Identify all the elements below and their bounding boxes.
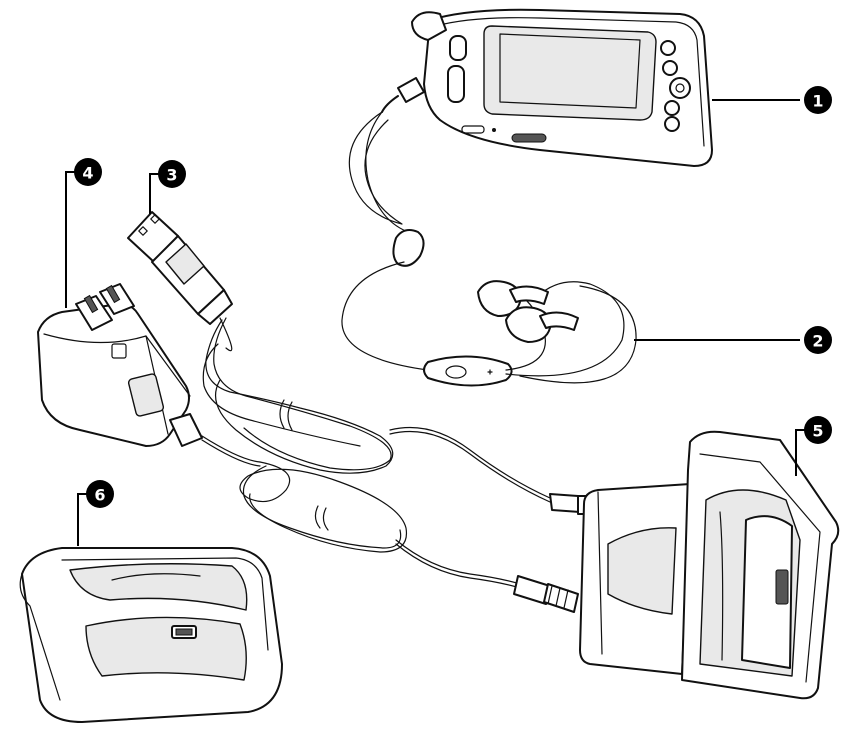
callout-6-label: 6 [94, 486, 105, 505]
callout-4: 4 [65, 158, 102, 308]
callout-4-label: 4 [82, 164, 93, 183]
cradle-icon [579, 430, 840, 700]
callout-6: 6 [77, 480, 114, 546]
usb-cable-icon [127, 211, 593, 515]
callout-3: 3 [149, 160, 186, 214]
callout-1: 1 [712, 86, 832, 114]
callout-3-label: 3 [166, 166, 177, 185]
device-icon [411, 8, 713, 167]
callout-2-label: 2 [812, 332, 823, 351]
car-cradle-icon [19, 547, 283, 723]
callout-1-label: 1 [812, 92, 823, 111]
callout-5: 5 [795, 416, 832, 476]
stereo-headset-icon [341, 77, 637, 387]
ac-adapter-icon [37, 283, 579, 613]
callout-2: 2 [634, 326, 832, 354]
callout-5-label: 5 [812, 422, 823, 441]
